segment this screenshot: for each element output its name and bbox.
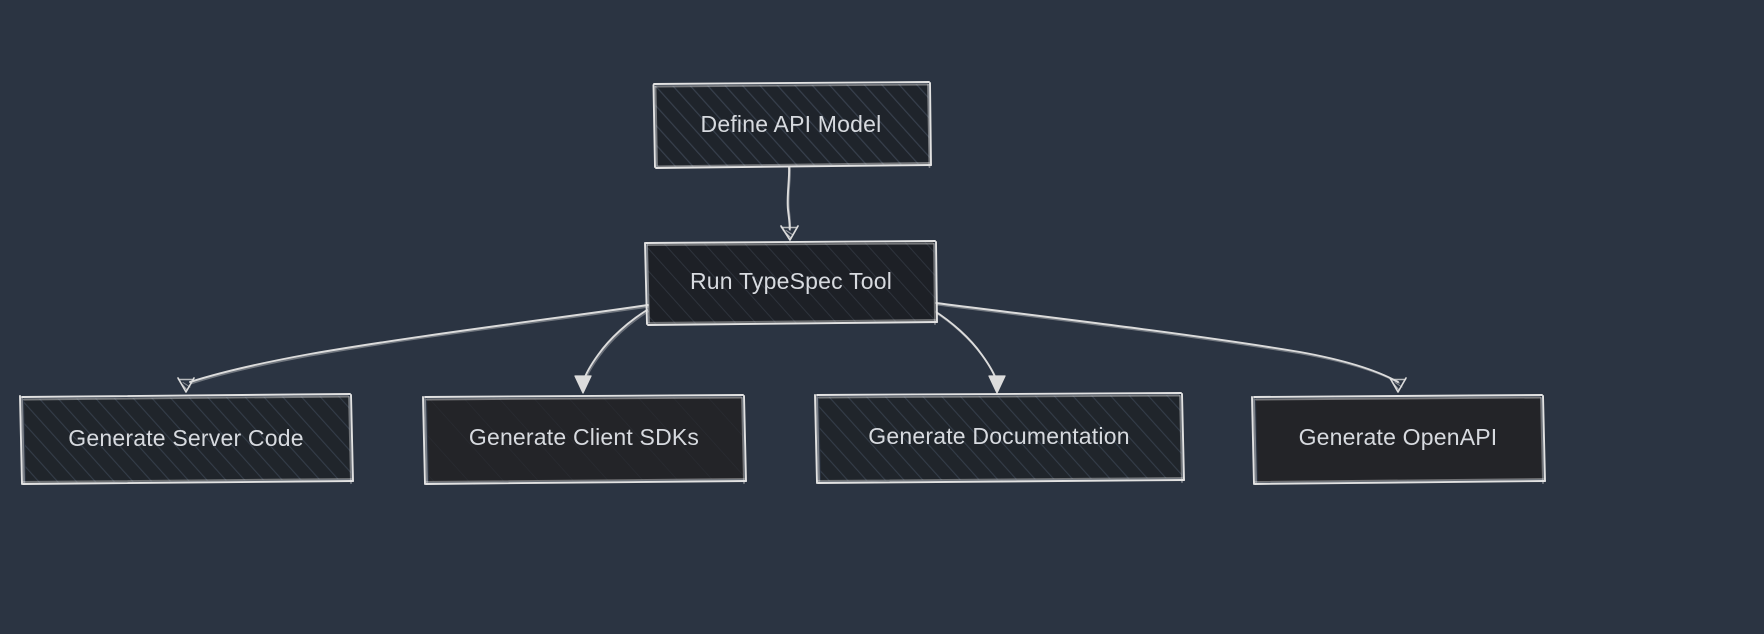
edge-define-to-run	[780, 166, 799, 241]
node-generate-documentation[interactable]: Generate Documentation	[814, 392, 1185, 484]
node-generate-client-sdks-border	[422, 394, 747, 485]
edge-run-to-sdks	[574, 309, 649, 394]
node-generate-server-code-fill	[24, 396, 351, 483]
node-generate-documentation-fill	[819, 395, 1182, 481]
node-define-api-model[interactable]: Define API Model	[652, 81, 932, 169]
edge-layer	[177, 166, 1407, 394]
edge-run-to-docs	[932, 309, 1006, 394]
node-generate-openapi[interactable]: Generate OpenAPI	[1251, 394, 1546, 485]
node-define-api-model-border	[652, 81, 932, 169]
node-generate-documentation-label: Generate Documentation	[868, 423, 1129, 449]
node-define-api-model-label: Define API Model	[701, 111, 882, 137]
node-generate-client-sdks-label: Generate Client SDKs	[469, 424, 699, 450]
node-run-typespec-tool-border	[644, 240, 938, 326]
node-generate-openapi-label: Generate OpenAPI	[1299, 424, 1498, 450]
node-generate-openapi-fill	[1256, 397, 1543, 482]
edge-run-to-openapi	[935, 302, 1407, 393]
node-generate-server-code-label: Generate Server Code	[68, 425, 303, 451]
edge-run-to-server	[177, 304, 650, 393]
node-generate-documentation-border	[814, 392, 1185, 484]
node-generate-client-sdks-fill	[427, 397, 744, 482]
node-generate-server-code[interactable]: Generate Server Code	[19, 393, 354, 485]
node-generate-server-code-border	[19, 393, 354, 485]
node-define-api-model-fill	[655, 84, 930, 167]
node-run-typespec-tool-fill	[648, 242, 936, 324]
node-generate-client-sdks[interactable]: Generate Client SDKs	[422, 394, 747, 485]
node-run-typespec-tool[interactable]: Run TypeSpec Tool	[644, 240, 938, 326]
node-run-typespec-tool-label: Run TypeSpec Tool	[690, 268, 892, 294]
node-generate-openapi-border	[1251, 394, 1546, 485]
